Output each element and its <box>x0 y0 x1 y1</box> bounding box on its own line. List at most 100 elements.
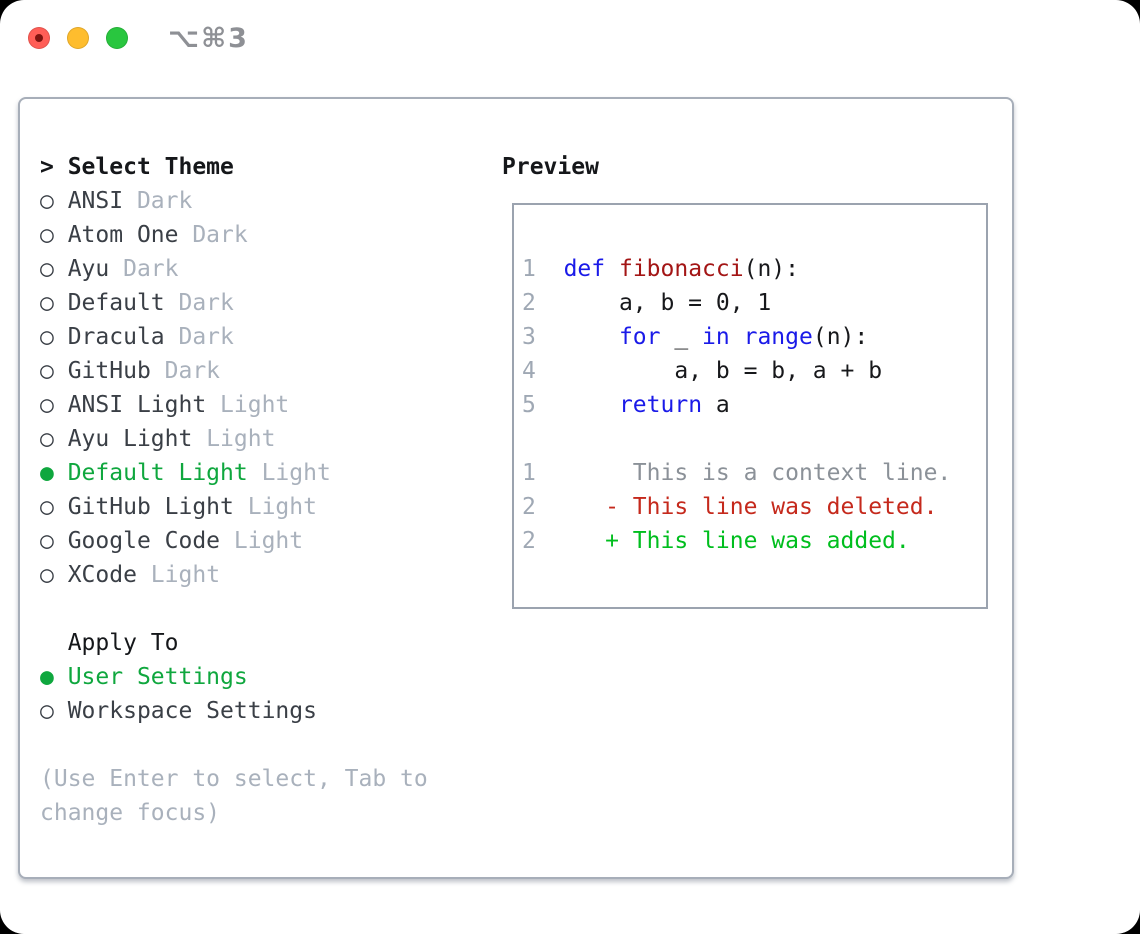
theme-name: Dracula <box>53 324 165 350</box>
preview-title: Preview <box>502 154 599 180</box>
theme-list: ○ ANSI Dark○ Atom One Dark○ Ayu Dark○ De… <box>40 184 428 592</box>
line-number: 3 <box>522 324 536 350</box>
radio-icon: ○ <box>40 562 54 588</box>
theme-option-github[interactable]: ○ GitHub Dark <box>40 354 428 388</box>
code-segment-code <box>605 256 619 282</box>
code-segment-code: _ <box>660 324 703 350</box>
code-segment-keyword: in <box>702 324 730 350</box>
code-segment-code <box>536 256 564 282</box>
theme-option-ansi[interactable]: ○ ANSI Dark <box>40 184 428 218</box>
radio-icon: ○ <box>40 358 54 384</box>
line-number: 1 <box>522 460 536 486</box>
apply-to-header: Apply To <box>67 630 179 656</box>
help-text-line1: (Use Enter to select, Tab to <box>40 766 428 792</box>
radio-icon: ○ <box>40 188 54 214</box>
line-number: 1 <box>522 256 536 282</box>
maximize-button[interactable] <box>106 27 128 49</box>
code-segment-keyword: range <box>743 324 813 350</box>
focus-caret-icon: > <box>40 154 68 180</box>
close-button[interactable] <box>28 27 50 49</box>
line-number: 2 <box>522 494 536 520</box>
apply-option-label: User Settings <box>53 664 248 690</box>
theme-option-github-light[interactable]: ○ GitHub Light Light <box>40 490 428 524</box>
theme-variant: Dark <box>123 188 193 214</box>
radio-icon: ● <box>40 460 54 486</box>
theme-variant: Dark <box>164 324 234 350</box>
theme-variant: Light <box>233 494 317 520</box>
code-line: 4 a, b = b, a + b <box>522 354 986 388</box>
theme-variant: Light <box>247 460 331 486</box>
apply-option-label: Workspace Settings <box>53 698 317 724</box>
theme-option-ayu-light[interactable]: ○ Ayu Light Light <box>40 422 428 456</box>
code-segment-code <box>536 392 619 418</box>
theme-variant: Light <box>192 426 276 452</box>
theme-variant: Light <box>206 392 290 418</box>
code-segment-keyword: for <box>618 324 661 350</box>
code-line: 5 return a <box>522 388 986 422</box>
apply-option-user-settings[interactable]: ● User Settings <box>40 660 428 694</box>
code-line: 1 This is a context line. <box>522 456 986 490</box>
modified-dot-icon <box>35 34 43 42</box>
theme-variant: Dark <box>178 222 248 248</box>
minimize-button[interactable] <box>67 27 89 49</box>
code-line: 2 a, b = 0, 1 <box>522 286 986 320</box>
theme-name: Ayu <box>53 256 110 282</box>
theme-option-ansi-light[interactable]: ○ ANSI Light Light <box>40 388 428 422</box>
code-line: 2 - This line was deleted. <box>522 490 986 524</box>
theme-name: Default Light <box>53 460 248 486</box>
theme-name: ANSI Light <box>53 392 207 418</box>
select-theme-header-label: Select Theme <box>67 154 234 180</box>
code-segment-code: (n): <box>812 324 869 350</box>
code-segment-keyword: return <box>618 392 703 418</box>
code-segment-added: + This line was added. <box>535 528 910 554</box>
theme-option-xcode[interactable]: ○ XCode Light <box>40 558 428 592</box>
theme-option-google-code[interactable]: ○ Google Code Light <box>40 524 428 558</box>
code-segment-deleted: - This line was deleted. <box>535 494 938 520</box>
theme-option-dracula[interactable]: ○ Dracula Dark <box>40 320 428 354</box>
help-text-line2: change focus) <box>40 800 221 826</box>
code-segment-code: (n): <box>743 256 799 282</box>
radio-icon: ○ <box>40 698 54 724</box>
theme-variant: Dark <box>109 256 179 282</box>
spacer-row <box>40 592 428 626</box>
theme-name: ANSI <box>53 188 124 214</box>
spacer-row <box>40 728 428 762</box>
code-line: 1 def fibonacci(n): <box>522 252 986 286</box>
theme-variant: Light <box>220 528 304 554</box>
radio-icon: ○ <box>40 392 54 418</box>
theme-selector-section: > Select Theme ○ ANSI Dark○ Atom One Dar… <box>40 150 428 830</box>
theme-variant: Dark <box>150 358 221 384</box>
window-title: ⌥⌘3 <box>168 23 249 54</box>
code-segment-keyword: def <box>563 256 606 282</box>
radio-icon: ○ <box>40 494 54 520</box>
apply-to-list: ● User Settings○ Workspace Settings <box>40 660 428 728</box>
theme-option-atom-one[interactable]: ○ Atom One Dark <box>40 218 428 252</box>
theme-name: XCode <box>53 562 137 588</box>
theme-option-default-light[interactable]: ● Default Light Light <box>40 456 428 490</box>
theme-option-default[interactable]: ○ Default Dark <box>40 286 428 320</box>
code-segment-code: a, b = 0, 1 <box>535 290 772 316</box>
apply-option-workspace-settings[interactable]: ○ Workspace Settings <box>40 694 428 728</box>
radio-icon: ○ <box>40 290 54 316</box>
theme-name: GitHub Light <box>53 494 234 520</box>
theme-variant: Light <box>136 562 221 588</box>
code-segment-code <box>536 324 619 350</box>
radio-icon: ○ <box>40 528 54 554</box>
theme-name: Ayu Light <box>53 426 193 452</box>
line-number: 2 <box>522 290 536 316</box>
code-segment-function: fibonacci <box>618 256 744 282</box>
code-line <box>522 422 986 456</box>
select-theme-header: > Select Theme <box>40 150 428 184</box>
code-segment-context: This is a context line. <box>535 460 952 486</box>
radio-icon: ● <box>40 664 54 690</box>
radio-icon: ○ <box>40 324 54 350</box>
code-line: 3 for _ in range(n): <box>522 320 986 354</box>
radio-icon: ○ <box>40 426 54 452</box>
theme-name: GitHub <box>53 358 151 384</box>
theme-name: Default <box>53 290 165 316</box>
radio-icon: ○ <box>40 222 54 248</box>
theme-option-ayu[interactable]: ○ Ayu Dark <box>40 252 428 286</box>
